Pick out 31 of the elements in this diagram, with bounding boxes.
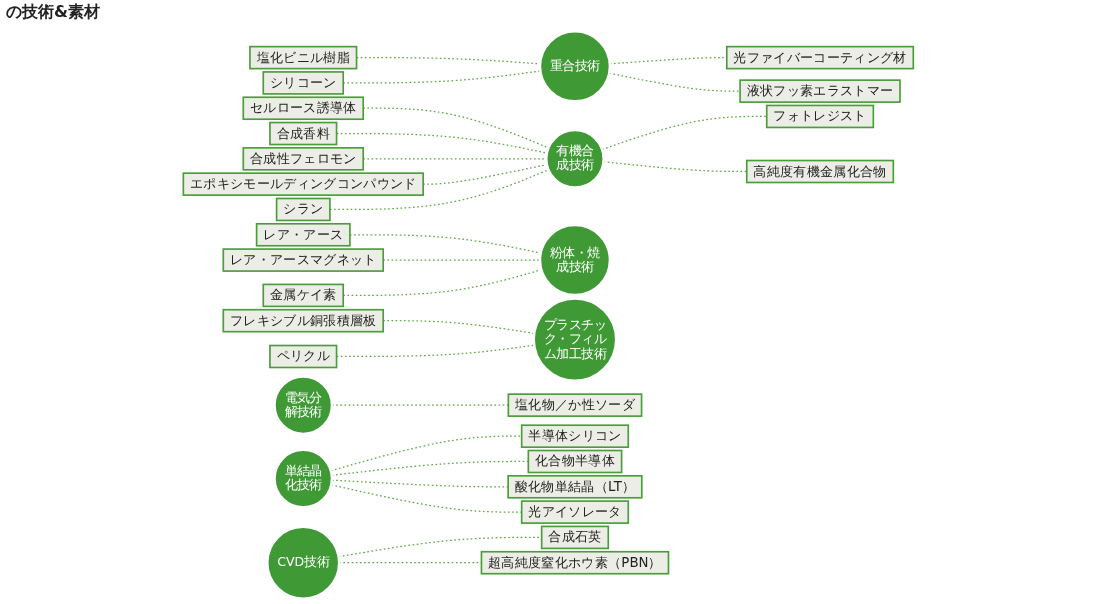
node-box: フレキシブル銅張積層板 bbox=[222, 308, 385, 333]
node-box: セルロース誘導体 bbox=[242, 96, 365, 121]
node-circle: 重合技術 bbox=[538, 30, 612, 103]
node-box: 合成性フェロモン bbox=[242, 147, 365, 171]
node-box: ペリクル bbox=[269, 344, 338, 369]
node-circle: 粉体・焼成技術 bbox=[538, 223, 612, 297]
node-box: 超高純度窒化ホウ素（PBN） bbox=[480, 550, 670, 575]
node-box: 合成石英 bbox=[541, 525, 610, 550]
node-box: フォトレジスト bbox=[766, 104, 875, 129]
node-box: シラン bbox=[275, 197, 331, 222]
node-circle: 単結晶化技術 bbox=[273, 448, 334, 509]
node-box: 高純度有機金属化合物 bbox=[746, 159, 895, 184]
node-box: 金属ケイ素 bbox=[262, 283, 345, 308]
node-circle: プラスチック・フィルム加工技術 bbox=[532, 297, 618, 383]
node-box: 光ファイバーコーティング材 bbox=[726, 45, 915, 70]
node-box: 化合物半導体 bbox=[527, 449, 623, 474]
node-box: レア・アース bbox=[255, 222, 351, 247]
node-circle: 有機合成技術 bbox=[545, 128, 606, 189]
node-box: 光アイソレータ bbox=[521, 500, 630, 524]
node-box: エポキシモールディングコンパウンド bbox=[182, 172, 425, 196]
diagram-title: の技術&素材 bbox=[6, 2, 100, 23]
node-box: 液状フッ素エラストマー bbox=[739, 79, 901, 103]
node-circle: CVD技術 bbox=[266, 525, 341, 600]
node-box: 酸化物単結晶（LT） bbox=[507, 474, 643, 499]
node-box: 半導体シリコン bbox=[521, 424, 630, 448]
node-box: 塩化ビニル樹脂 bbox=[249, 45, 358, 70]
node-box: シリコーン bbox=[262, 71, 345, 95]
node-box: レア・アースマグネット bbox=[222, 248, 385, 272]
node-box: 合成香料 bbox=[269, 121, 338, 146]
node-circle: 電気分解技術 bbox=[273, 375, 334, 436]
node-box: 塩化物／か性ソーダ bbox=[507, 393, 643, 417]
